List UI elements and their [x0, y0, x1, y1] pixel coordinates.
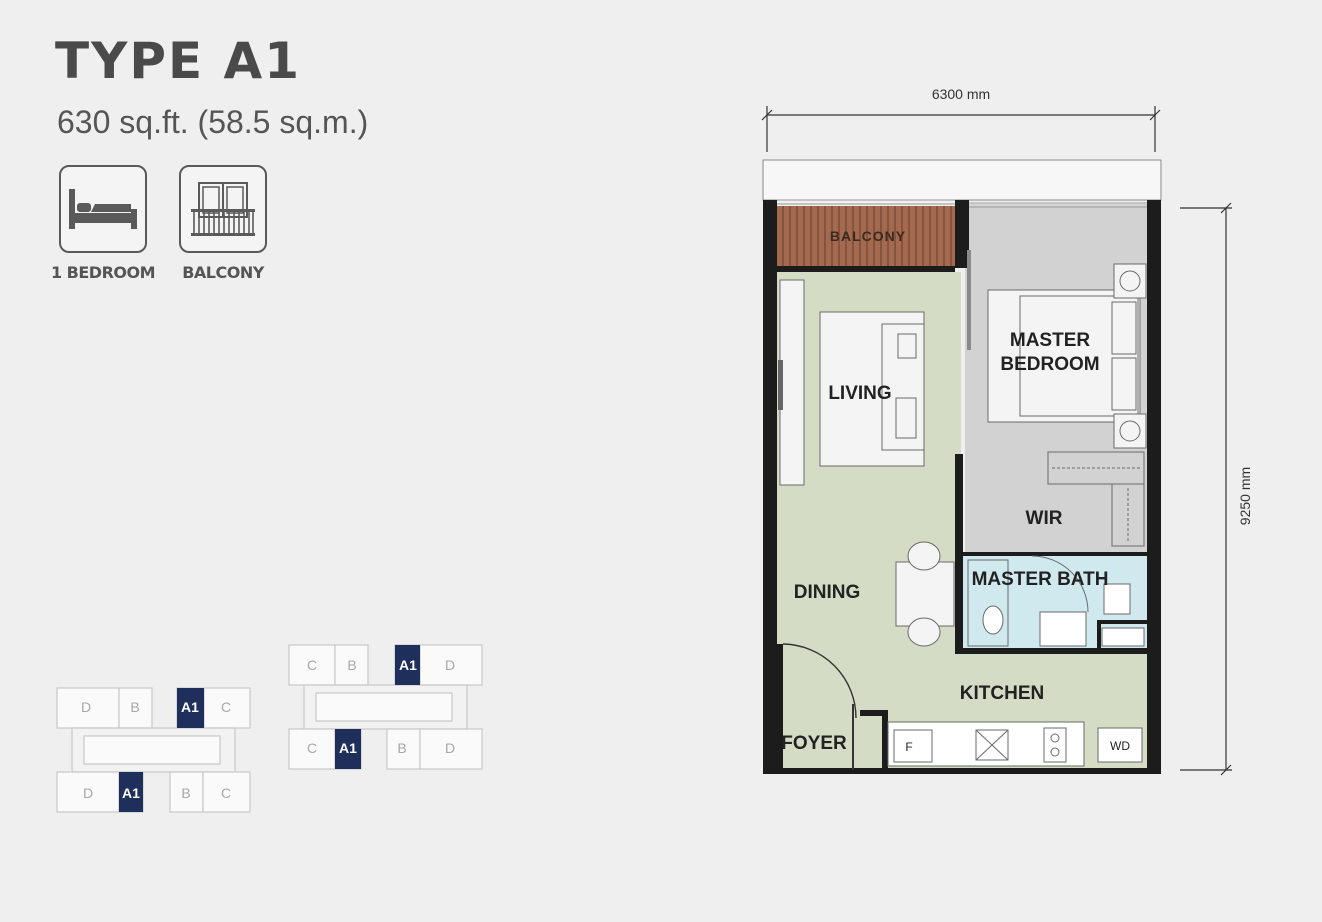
- bed-icon: [59, 165, 147, 253]
- keyplan-label: D: [83, 785, 93, 801]
- unit-area: 630 sq.ft. (58.5 sq.m.): [57, 104, 369, 140]
- feature-balcony-label: BALCONY: [182, 263, 264, 282]
- roof-ledge: [762, 159, 1162, 201]
- keyplan-label: B: [181, 785, 190, 801]
- keyplan-label: C: [221, 699, 231, 715]
- walk-in-wardrobe: [1047, 451, 1145, 547]
- window-lines: [777, 199, 1147, 208]
- dining-set: [895, 541, 955, 647]
- keyplan-label-highlight: A1: [122, 785, 140, 801]
- living-furniture: [779, 279, 925, 486]
- keyplan-highlights: [119, 645, 420, 812]
- keyplan-unit: [288, 728, 336, 770]
- width-dimension-line: [761, 106, 1161, 152]
- keyplan-label: D: [445, 657, 455, 673]
- keyplan-unit: [334, 644, 369, 686]
- keyplan-label: C: [307, 657, 317, 673]
- keyplan-unit: [419, 728, 483, 770]
- tv-unit: [778, 360, 783, 410]
- room-label-foyer: FOYER: [781, 733, 847, 754]
- balcony-icon: [179, 165, 267, 253]
- keyplan-core: [83, 735, 221, 765]
- bath-door-swing: [1031, 555, 1089, 613]
- room-label-balcony: BALCONY: [830, 228, 906, 244]
- bed: [987, 289, 1141, 423]
- keyplan-label-highlight: A1: [339, 740, 357, 756]
- kitchen-counter: [887, 721, 1143, 767]
- keyplan-label: B: [130, 699, 139, 715]
- room-label-dining: DINING: [794, 582, 861, 603]
- keyplan-unit: [203, 687, 251, 729]
- keyplan-label: D: [445, 740, 455, 756]
- room-label-living: LIVING: [828, 383, 891, 404]
- keyplan-label: B: [347, 657, 356, 673]
- keyplan-label: D: [81, 699, 91, 715]
- unit-type-title: TYPE A1: [55, 32, 302, 90]
- feature-balcony: BALCONY: [168, 165, 278, 282]
- bathroom-fixtures: [967, 559, 1145, 647]
- bedside-tables: [1113, 263, 1147, 449]
- keyplan-label: C: [221, 785, 231, 801]
- room-label-master-bedroom-1: MASTER: [1010, 330, 1091, 351]
- balcony-decking: [782, 206, 952, 268]
- depth-dimension-label: 9250 mm: [1237, 467, 1253, 525]
- room-label-master-bedroom-2: BEDROOM: [1000, 354, 1099, 375]
- room-label-kitchen: KITCHEN: [960, 683, 1044, 704]
- keyplan-unit: [56, 771, 120, 813]
- walls: [763, 200, 1161, 774]
- appliance-label-washer-dryer: WD: [1110, 739, 1130, 753]
- keyplan-label: B: [397, 740, 406, 756]
- keyplan-label: C: [307, 740, 317, 756]
- appliance-label-fridge: F: [905, 740, 912, 754]
- keyplan-label-highlight: A1: [181, 699, 199, 715]
- feature-bedroom: 1 BEDROOM: [48, 165, 158, 282]
- width-dimension-label: 6300 mm: [932, 86, 990, 102]
- room-label-wir: WIR: [1026, 508, 1063, 529]
- keyplan-label-highlight: A1: [399, 657, 417, 673]
- entrance-door[interactable]: [777, 643, 857, 770]
- room-label-master-bath: MASTER BATH: [972, 569, 1109, 590]
- sliding-door: [967, 250, 971, 350]
- keyplan-unit: [288, 644, 336, 686]
- depth-dimension-line: [1180, 202, 1232, 776]
- balcony-floor: [777, 206, 955, 268]
- feature-bedroom-label: 1 BEDROOM: [50, 263, 156, 282]
- keyplan-core: [315, 692, 453, 722]
- keyplan-unit: [202, 771, 251, 813]
